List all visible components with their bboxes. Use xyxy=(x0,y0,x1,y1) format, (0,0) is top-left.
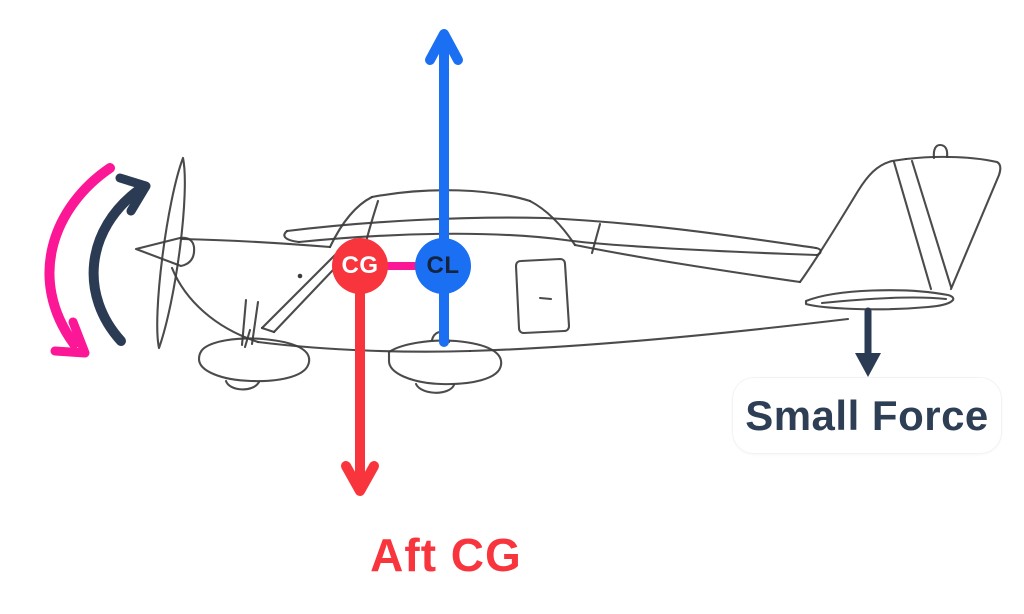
small-force-label: Small Force xyxy=(745,391,989,439)
airplane-line-art xyxy=(134,143,1002,394)
cg-marker: CG xyxy=(332,238,388,294)
nose-up-moment-arrow-icon xyxy=(88,173,151,346)
lift-arrow-icon xyxy=(425,29,463,347)
small-force-label-card: Small Force xyxy=(732,377,1002,454)
nose-down-moment-arrow-icon xyxy=(44,163,115,358)
cl-marker-label: CL xyxy=(426,252,460,279)
diagram-caption: Aft CG xyxy=(370,529,522,581)
cg-weight-arrow-icon xyxy=(341,263,379,496)
tail-force-arrow-icon xyxy=(855,307,881,377)
cl-marker: CL xyxy=(415,238,471,294)
cg-marker-label: CG xyxy=(341,252,379,279)
